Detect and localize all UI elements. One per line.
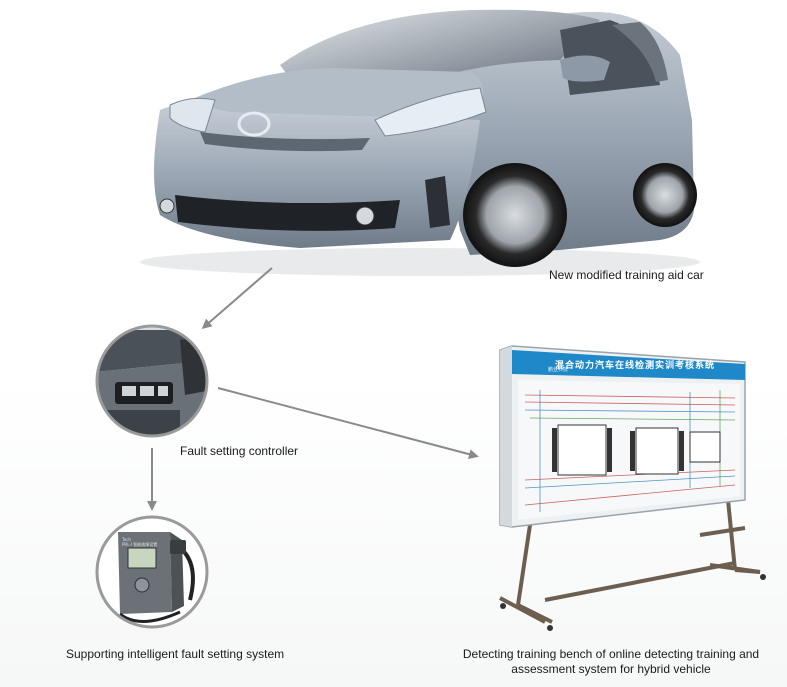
bench-logo-text: 鹏业科技 — [547, 367, 568, 373]
training-bench-image — [499, 345, 766, 631]
device-model: PRL-I 智能故障设置 — [122, 542, 158, 547]
device-label-text: Tech PRL-I 智能故障设置 — [122, 537, 176, 549]
label-training-bench-line1: Detecting training bench of online detec… — [462, 647, 760, 661]
training-car-image — [140, 9, 700, 276]
bench-title-text: 混合动力汽车在线检测实训考核系统 — [554, 361, 715, 371]
device-brand: Tech — [122, 537, 131, 542]
label-fault-system: Supporting intelligent fault setting sys… — [66, 647, 285, 661]
label-fault-controller: Fault setting controller — [180, 444, 299, 458]
fault-controller-image — [95, 324, 209, 438]
label-training-bench-line2: assessment system for hybrid vehicle — [511, 662, 711, 676]
label-training-car: New modified training aid car — [549, 268, 704, 282]
arrow-car-to-controller — [201, 267, 273, 329]
arrow-controller-to-bench — [217, 387, 479, 460]
label-training-bench: Detecting training bench of online detec… — [438, 647, 784, 677]
fault-setting-device-image — [95, 515, 209, 629]
